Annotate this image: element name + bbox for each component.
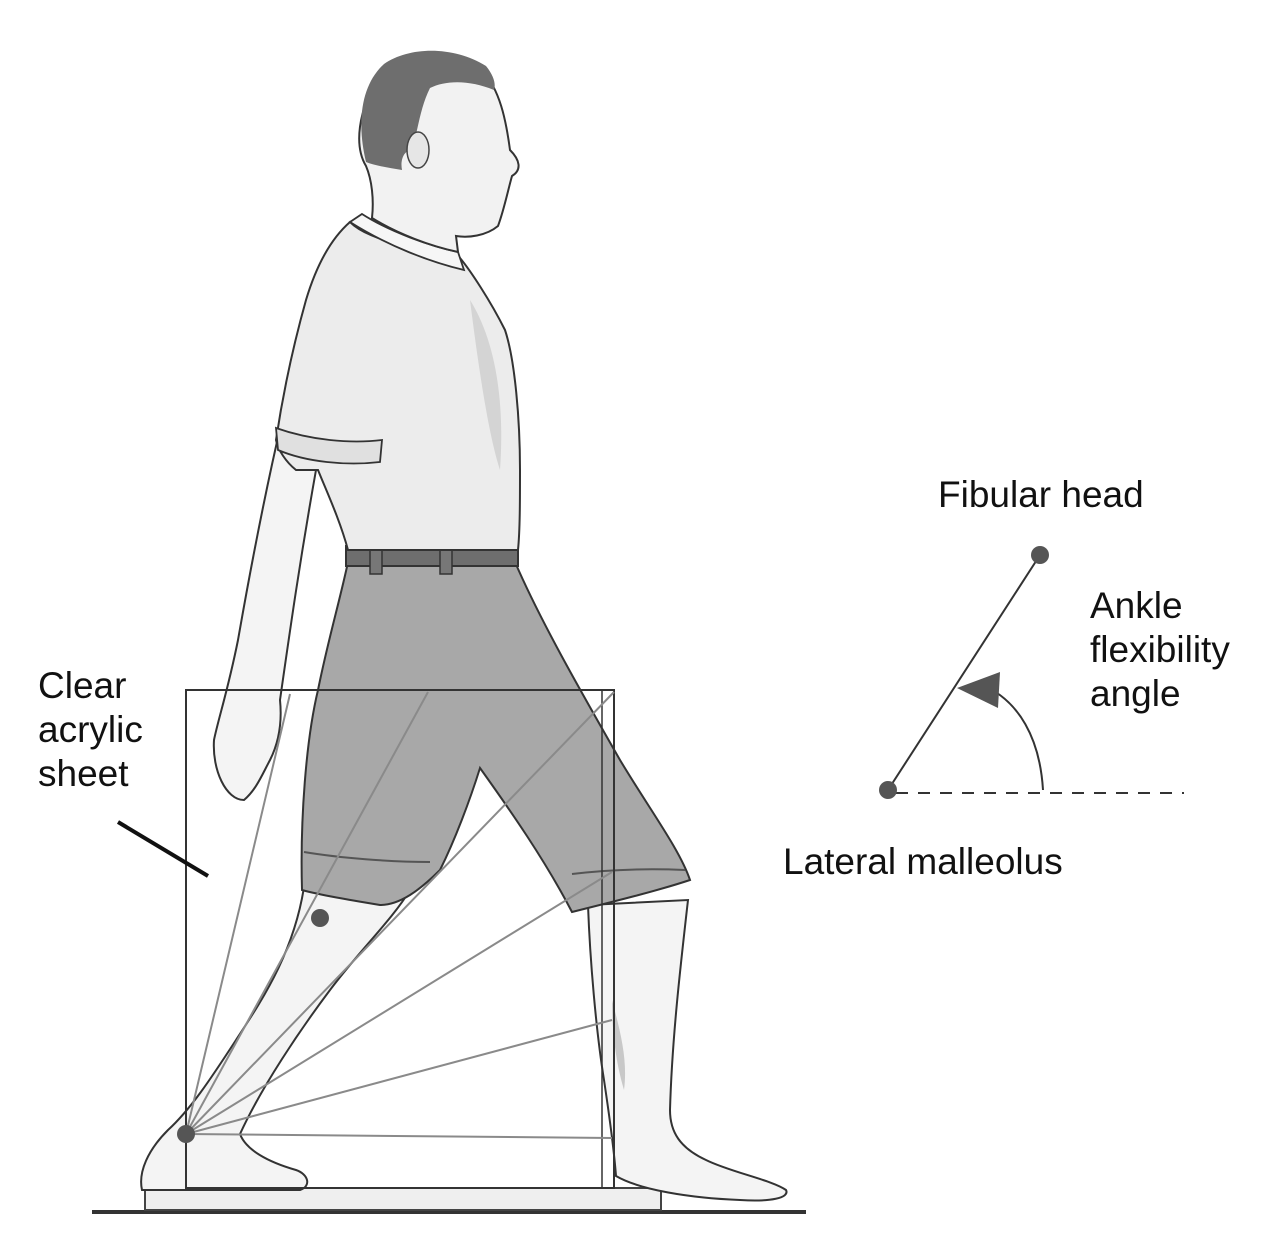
rear-leg: [140, 878, 412, 1191]
shirt-sleeve-band: [274, 426, 383, 465]
shorts-cuff-rear: [303, 851, 431, 863]
ankle-label-line: flexibility: [1090, 629, 1230, 670]
ankle-label-line: angle: [1090, 673, 1181, 714]
angle-lines: [185, 691, 615, 1139]
lateral-malleolus-label: Lateral malleolus: [783, 841, 1063, 882]
shirt-collar: [348, 212, 466, 272]
acrylic-label-line: sheet: [38, 753, 129, 794]
front-leg: [586, 898, 788, 1202]
angle-arrowhead: [957, 672, 1000, 708]
fibular-head-point: [1031, 546, 1049, 564]
arm: [212, 417, 318, 802]
acrylic-label-line: Clear: [38, 665, 127, 706]
angle-line: [185, 871, 613, 1135]
hair: [361, 50, 495, 170]
acrylic-sheet-label: Clear acrylic sheet: [38, 664, 143, 796]
acrylic-sheet: [185, 689, 615, 1189]
angle-line: [185, 1133, 613, 1139]
front-calf-shadow: [612, 1000, 626, 1090]
shorts: [300, 561, 692, 914]
leg-axis-line: [887, 554, 1041, 791]
shirt-shadow: [470, 300, 502, 470]
lateral-malleolus-marker-leg: [177, 1125, 195, 1143]
ankle-flexibility-angle-label: Ankle flexibility angle: [1090, 584, 1230, 716]
fibular-head-label: Fibular head: [938, 474, 1144, 515]
acrylic-label-line: acrylic: [38, 709, 143, 750]
angle-line: [185, 691, 615, 1135]
angle-line: [185, 1019, 613, 1135]
angle-line: [185, 691, 429, 1135]
acrylic-pointer-line: [116, 820, 210, 878]
shirt: [274, 220, 522, 551]
fibular-head-marker-leg: [311, 909, 329, 927]
shorts-cuff-front: [571, 868, 686, 875]
lateral-malleolus-point: [879, 781, 897, 799]
floor-board: [144, 1187, 662, 1211]
angle-line: [185, 693, 291, 1135]
ankle-label-line: Ankle: [1090, 585, 1183, 626]
ear: [406, 131, 430, 169]
